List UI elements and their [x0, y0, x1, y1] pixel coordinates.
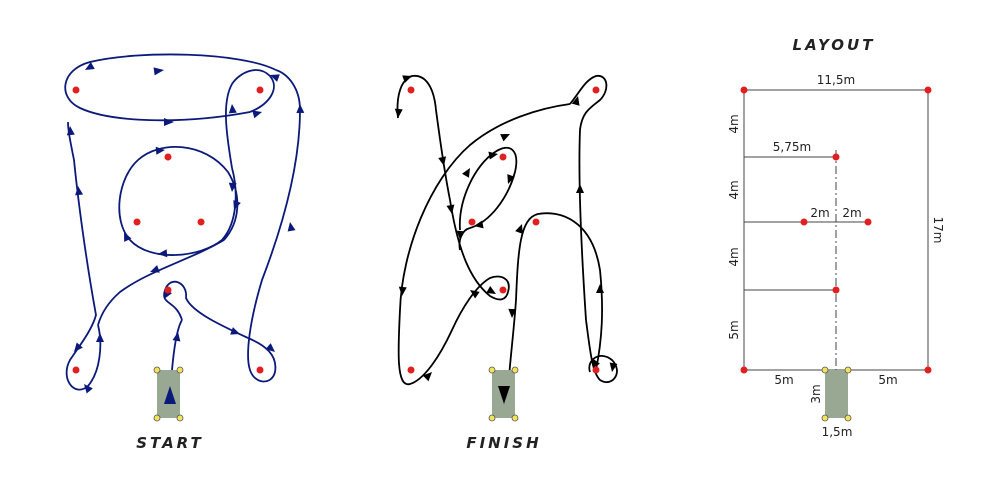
- finish-panel: FINISH: [394, 75, 618, 452]
- finish-route: [396, 75, 618, 391]
- layout-markers: [740, 86, 932, 374]
- dim-left-5m: 5m: [727, 320, 741, 339]
- dim-right-2m: 2m: [842, 206, 861, 220]
- dim-bottom-left-5m: 5m: [774, 373, 793, 387]
- dim-left-4m-b: 4m: [727, 180, 741, 199]
- dim-height-total: 17m: [931, 217, 945, 244]
- dim-width-total: 11,5m: [817, 73, 855, 87]
- start-title: START: [136, 434, 204, 452]
- dim-half-width: 5,75m: [773, 140, 811, 154]
- layout-panel: LAYOUT: [727, 36, 945, 439]
- layout-box: [821, 366, 852, 422]
- layout-dimension-labels: 11,5m 5,75m 2m 2m 4m 4m 4m 5m 17m 5m 5m …: [727, 73, 945, 439]
- start-box: [153, 366, 184, 422]
- layout-title: LAYOUT: [793, 36, 876, 54]
- layout-lines: [743, 89, 929, 371]
- start-route: [64, 53, 301, 401]
- start-route-arrows: [66, 62, 305, 394]
- finish-title: FINISH: [466, 434, 541, 452]
- finish-route-arrows: [394, 75, 618, 382]
- dim-box-width: 1,5m: [822, 425, 853, 439]
- dim-box-depth: 3m: [809, 384, 823, 403]
- dim-left-2m: 2m: [810, 206, 829, 220]
- dim-bottom-right-5m: 5m: [878, 373, 897, 387]
- finish-box: [488, 366, 519, 422]
- start-markers: [72, 86, 264, 374]
- dim-left-4m-c: 4m: [727, 247, 741, 266]
- start-panel: START: [64, 53, 305, 452]
- dim-left-4m-a: 4m: [727, 114, 741, 133]
- finish-markers: [407, 86, 600, 374]
